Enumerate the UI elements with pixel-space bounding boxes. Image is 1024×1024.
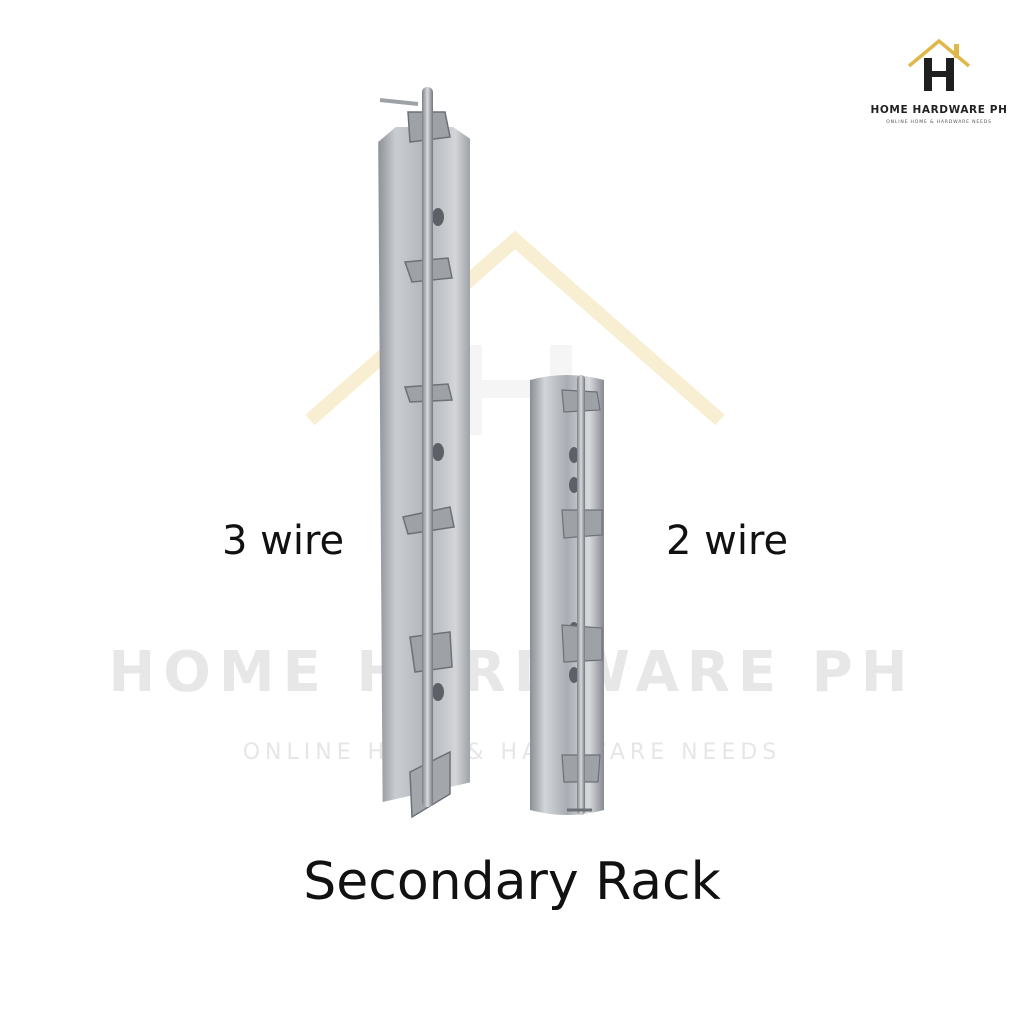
house-h-logo-icon [907, 38, 971, 91]
watermark-title: HOME HARDWARE PH [108, 640, 916, 705]
label-2-wire: 2 wire [666, 518, 789, 564]
secondary-rack-2-wire-photo [530, 375, 604, 815]
brand-name: HOME HARDWARE PH [870, 104, 1008, 116]
secondary-rack-3-wire-photo [378, 87, 470, 819]
brand-logo: HOME HARDWARE PH ONLINE HOME & HARDWARE … [868, 36, 1010, 136]
brand-tagline: ONLINE HOME & HARDWARE NEEDS [886, 120, 992, 125]
label-3-wire: 3 wire [222, 518, 345, 564]
watermark-subtitle: ONLINE HOME & HARDWARE NEEDS [242, 740, 782, 765]
product-caption: Secondary Rack [303, 852, 721, 912]
watermark-house-graphic [305, 230, 725, 435]
